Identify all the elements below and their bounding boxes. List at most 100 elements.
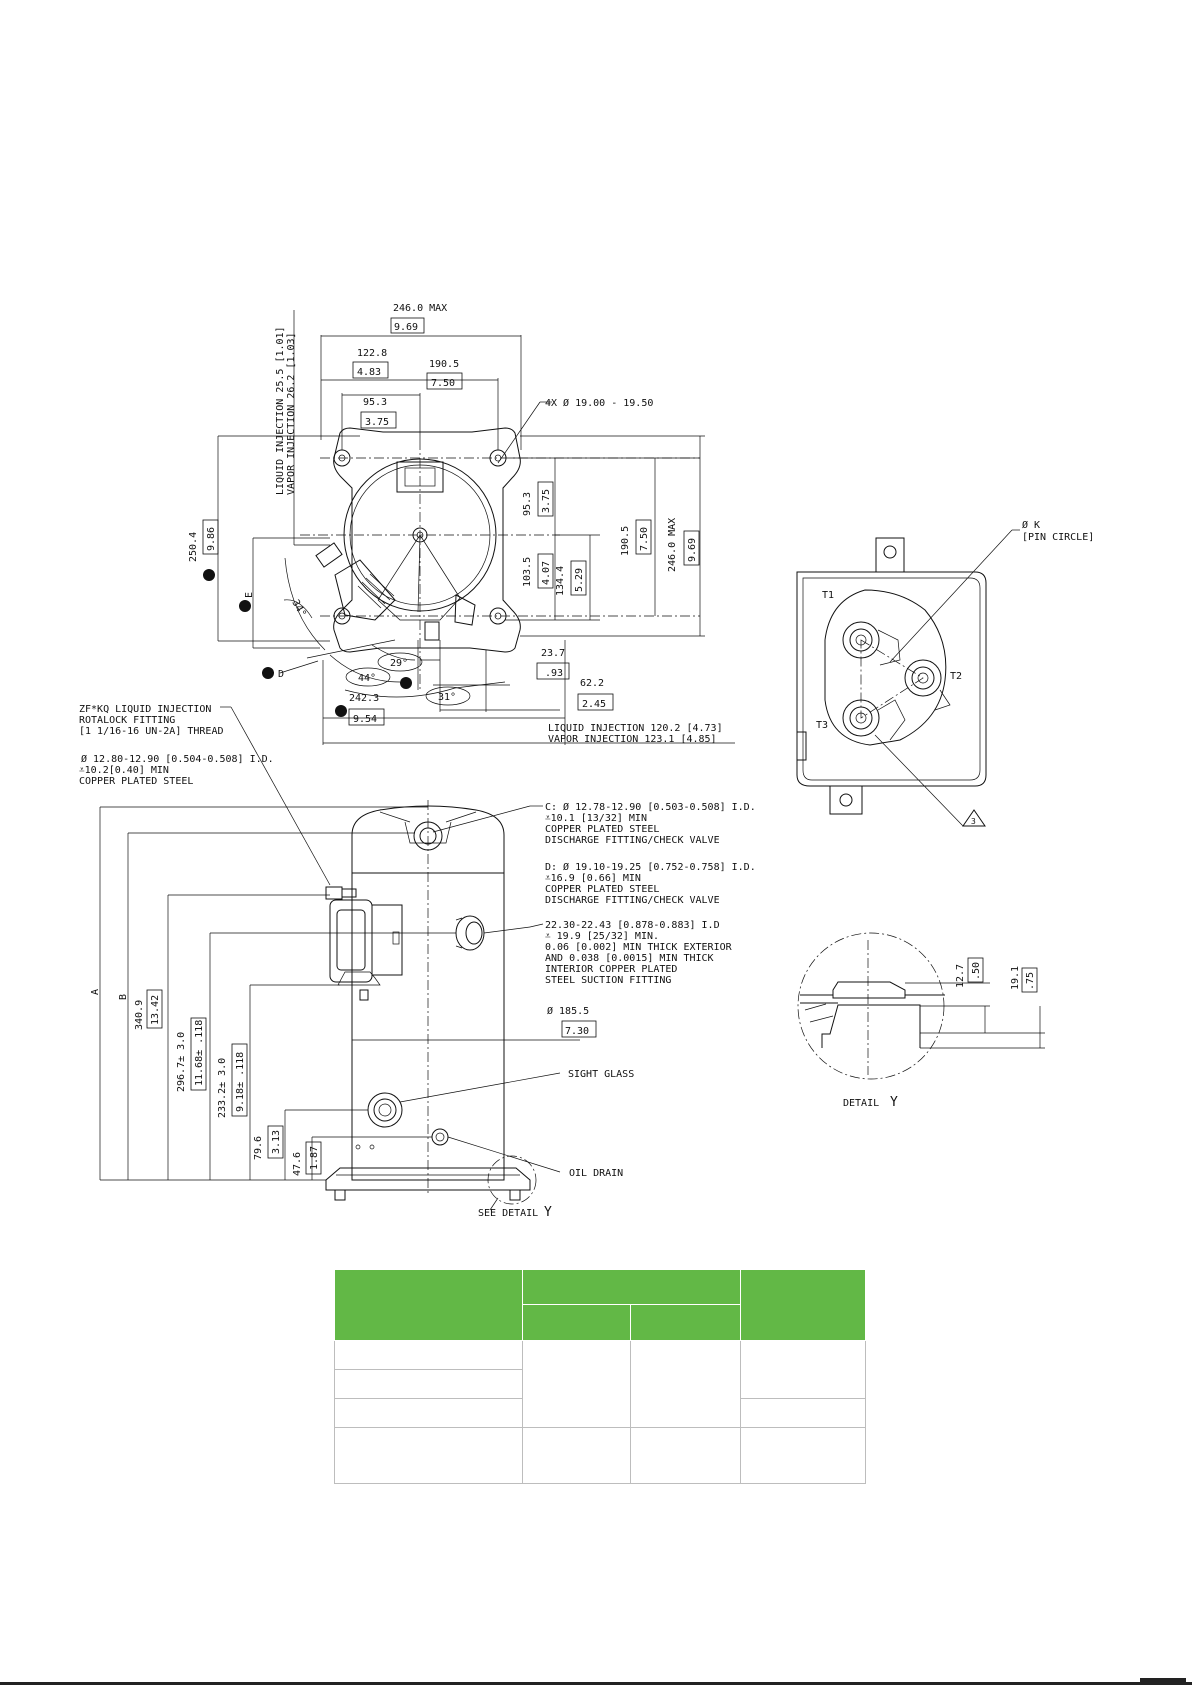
dim-right-246: 246.0 MAX xyxy=(667,518,678,572)
side-view-shell xyxy=(351,805,505,1181)
dim-250-4: 250.4 xyxy=(188,532,199,562)
table-cell xyxy=(521,1340,632,1428)
dim-overall-width-in: 9.69 xyxy=(394,322,418,333)
dim-95-3: 95.3 xyxy=(363,397,387,408)
d-note-4: DISCHARGE FITTING/CHECK VALVE xyxy=(545,895,720,906)
inj-note-3: COPPER PLATED STEEL xyxy=(79,776,193,787)
inj-note-1: Ø 12.80-12.90 [0.504-0.508] I.D. xyxy=(81,753,274,765)
see-detail-y: Y xyxy=(544,1205,552,1220)
dim-right-134-4-in: 5.29 xyxy=(574,568,585,592)
side-view-sight-glass xyxy=(367,1092,403,1128)
dim-79-6: 79.6 xyxy=(253,1136,264,1160)
dim-overall-width-box xyxy=(390,317,425,334)
table-cell xyxy=(521,1427,632,1484)
dim-190-5: 190.5 xyxy=(429,359,459,370)
holes-note: 4X Ø 19.00 - 19.50 xyxy=(545,397,653,409)
c-note-1: C: Ø 12.78-12.90 [0.503-0.508] I.D. xyxy=(545,801,756,813)
c-note-4: DISCHARGE FITTING/CHECK VALVE xyxy=(545,835,720,846)
dim-right-103-5: 103.5 xyxy=(522,557,533,587)
inj-note-2: ⩡10.2[0.40] MIN xyxy=(79,765,169,776)
t3-label: T3 xyxy=(816,720,828,731)
balloon-d xyxy=(262,667,274,679)
table-header-cell xyxy=(334,1269,523,1341)
side-view xyxy=(99,706,580,1211)
angle-31: 31° xyxy=(438,692,456,703)
dim-23-7-in: .93 xyxy=(545,668,563,679)
injection-rot-1: LIQUID INJECTION 25.5 [1.01] xyxy=(275,326,286,495)
label-d: D xyxy=(278,669,284,680)
table-cell xyxy=(334,1340,523,1370)
dim-250-4-in: 9.86 xyxy=(206,527,217,551)
dim-190-5-in: 7.50 xyxy=(431,378,455,389)
dim-242-3-in: 9.54 xyxy=(353,714,377,725)
table-cell xyxy=(740,1427,866,1484)
table-header-cell xyxy=(740,1269,866,1341)
balloon-242 xyxy=(335,705,347,717)
side-view-injection-fitting xyxy=(325,886,343,900)
zf-note-3: [1 1/16-16 UN-2A] THREAD xyxy=(79,726,224,737)
detail-caption-y: Y xyxy=(890,1095,898,1110)
terminal-t2 xyxy=(904,659,942,697)
dim-12-7: 12.7 xyxy=(955,964,966,988)
dim-242-3: 242.3 xyxy=(349,693,379,704)
dim-right-134-4: 134.4 xyxy=(555,566,566,596)
c-note-3: COPPER PLATED STEEL xyxy=(545,824,659,835)
dim-right-95-3-in: 3.75 xyxy=(541,489,552,513)
balloon-near-250 xyxy=(203,569,215,581)
d-note-2: ⩡16.9 [0.66] MIN xyxy=(545,873,641,884)
dim-19-1: 19.1 xyxy=(1010,966,1021,990)
side-view-detail-circle xyxy=(487,1155,537,1205)
dim-right-103-5-in: 4.07 xyxy=(541,561,552,585)
dim-62-2: 62.2 xyxy=(580,678,604,689)
top-view-rotalock xyxy=(315,542,396,621)
dim-47-6-in: 1.87 xyxy=(309,1146,320,1170)
side-view-suction-fitting xyxy=(455,915,485,951)
k-label: Ø K xyxy=(1022,519,1040,531)
detail-caption: DETAIL xyxy=(843,1098,879,1109)
footer-rule xyxy=(0,1682,1192,1685)
dim-122-8: 122.8 xyxy=(357,348,387,359)
suction-note-4: AND 0.038 [0.0015] MIN THICK xyxy=(545,953,714,964)
diameter: Ø 185.5 xyxy=(547,1005,589,1017)
dim-19-1-in: .75 xyxy=(1025,972,1036,990)
suction-note-6: STEEL SUCTION FITTING xyxy=(545,975,671,986)
sight-glass-label: SIGHT GLASS xyxy=(568,1069,634,1080)
diameter-in: 7.30 xyxy=(565,1026,589,1037)
table-cell xyxy=(740,1398,866,1428)
label-b: B xyxy=(118,994,129,1000)
bottom-injection-1: LIQUID INJECTION 120.2 [4.73] xyxy=(548,723,723,734)
table-header-cell xyxy=(521,1304,632,1341)
oil-drain-label: OIL DRAIN xyxy=(569,1168,623,1179)
dim-95-3-in: 3.75 xyxy=(365,417,389,428)
table-header-row xyxy=(334,1269,866,1341)
table-header-row xyxy=(335,1304,866,1341)
terminal-box-bottom-hole xyxy=(839,793,853,807)
zf-note-1: ZF*KQ LIQUID INJECTION xyxy=(79,704,211,715)
dim-340-9-in: 13.42 xyxy=(150,995,161,1025)
table-row xyxy=(334,1369,866,1399)
suction-note-5: INTERIOR COPPER PLATED xyxy=(545,964,677,975)
d-note-1: D: Ø 19.10-19.25 [0.752-0.758] I.D. xyxy=(545,861,756,873)
dim-296-7: 296.7± 3.0 xyxy=(176,1032,187,1092)
suction-note-2: ⩡ 19.9 [25/32] MIN. xyxy=(545,931,659,942)
side-view-oil-drain xyxy=(431,1128,449,1146)
injection-rot-2: VAPOR INJECTION 26.2 [1.03] xyxy=(286,332,297,495)
dim-233-2: 233.2± 3.0 xyxy=(217,1058,228,1118)
table-cell xyxy=(630,1427,742,1484)
dim-340-9: 340.9 xyxy=(134,1000,145,1030)
label-e: E xyxy=(244,592,255,598)
angle-29: 29° xyxy=(390,658,408,669)
dim-62-2-in: 2.45 xyxy=(582,699,606,710)
table-header-cell xyxy=(521,1269,742,1305)
suction-note-1: 22.30-22.43 [0.878-0.883] I.D xyxy=(545,920,720,931)
dim-296-7-in: 11.68± .118 xyxy=(194,1020,205,1086)
t2-label: T2 xyxy=(950,671,962,682)
triangle-note-3 xyxy=(962,809,986,827)
table-row xyxy=(334,1427,866,1484)
suction-note-3: 0.06 [0.002] MIN THICK EXTERIOR xyxy=(545,942,733,953)
table-cell xyxy=(630,1340,742,1428)
detail-y-view xyxy=(797,932,1045,1080)
balloon-e xyxy=(239,600,251,612)
table-cell xyxy=(334,1369,523,1399)
